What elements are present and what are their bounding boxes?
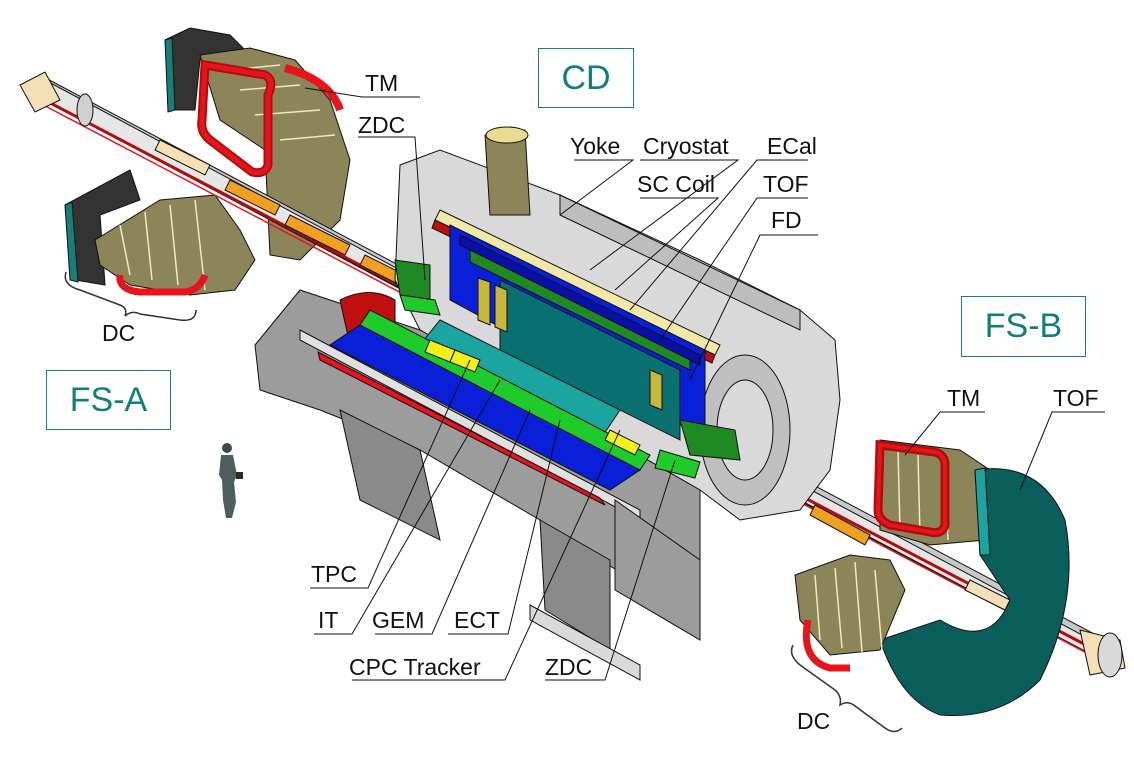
label-ecal: ECal <box>767 133 817 159</box>
label-ect: ECT <box>454 607 500 633</box>
label-dc-left: DC <box>102 320 136 346</box>
leader-cpc-tracker <box>352 429 621 681</box>
dc-right-brace <box>790 644 903 733</box>
leader-tof-top <box>659 197 808 341</box>
leader-tm-left <box>304 87 420 98</box>
label-tof-top: TOF <box>763 171 809 197</box>
label-tof-right: TOF <box>1053 385 1099 411</box>
label-tpc: TPC <box>311 561 357 587</box>
label-tm-right: TM <box>947 385 981 411</box>
label-dc-right: DC <box>797 708 831 734</box>
person-head <box>222 443 232 453</box>
leader-tof-right <box>1019 411 1105 491</box>
label-cryostat: Cryostat <box>643 133 729 159</box>
leader-tpc <box>310 359 471 589</box>
label-tm-left: TM <box>365 70 399 96</box>
fs-b-assembly <box>794 439 1070 717</box>
leader-yoke <box>559 159 635 216</box>
label-zdc-top: ZDC <box>358 112 406 138</box>
label-cpc-tracker: CPC Tracker <box>349 654 481 680</box>
person-handbag <box>236 472 243 479</box>
leader-it <box>314 379 501 635</box>
section-label-cd: CD <box>561 58 611 97</box>
label-it: IT <box>318 607 339 633</box>
section-box-fs-b: FS-B <box>961 296 1086 357</box>
section-label-fs-b: FS-B <box>984 307 1063 345</box>
leader-ect <box>448 419 561 635</box>
central-detector <box>254 126 841 681</box>
fs-a-assembly <box>64 27 351 296</box>
leader-sc-coil <box>614 197 720 291</box>
leader-tm-right <box>904 411 985 456</box>
leader-gem <box>375 409 531 635</box>
label-zdc-bottom: ZDC <box>545 654 593 680</box>
person-body <box>219 455 237 518</box>
label-sc-coil: SC Coil <box>637 171 715 197</box>
person-scale-figure <box>219 443 243 518</box>
leader-zdc-top <box>358 136 426 281</box>
leader-lines <box>64 87 1105 733</box>
label-gem: GEM <box>372 607 425 633</box>
leader-zdc-bottom <box>545 459 676 681</box>
dc-left-brace <box>64 271 197 322</box>
section-label-fs-a: FS-A <box>69 380 148 419</box>
leader-fd <box>689 234 818 381</box>
label-fd: FD <box>771 207 802 233</box>
section-box-cd: CD <box>538 48 634 108</box>
leader-ecal <box>629 159 808 311</box>
leader-cryostat <box>589 159 740 271</box>
label-yoke: Yoke <box>570 133 621 159</box>
section-box-fs-a: FS-A <box>46 370 171 430</box>
